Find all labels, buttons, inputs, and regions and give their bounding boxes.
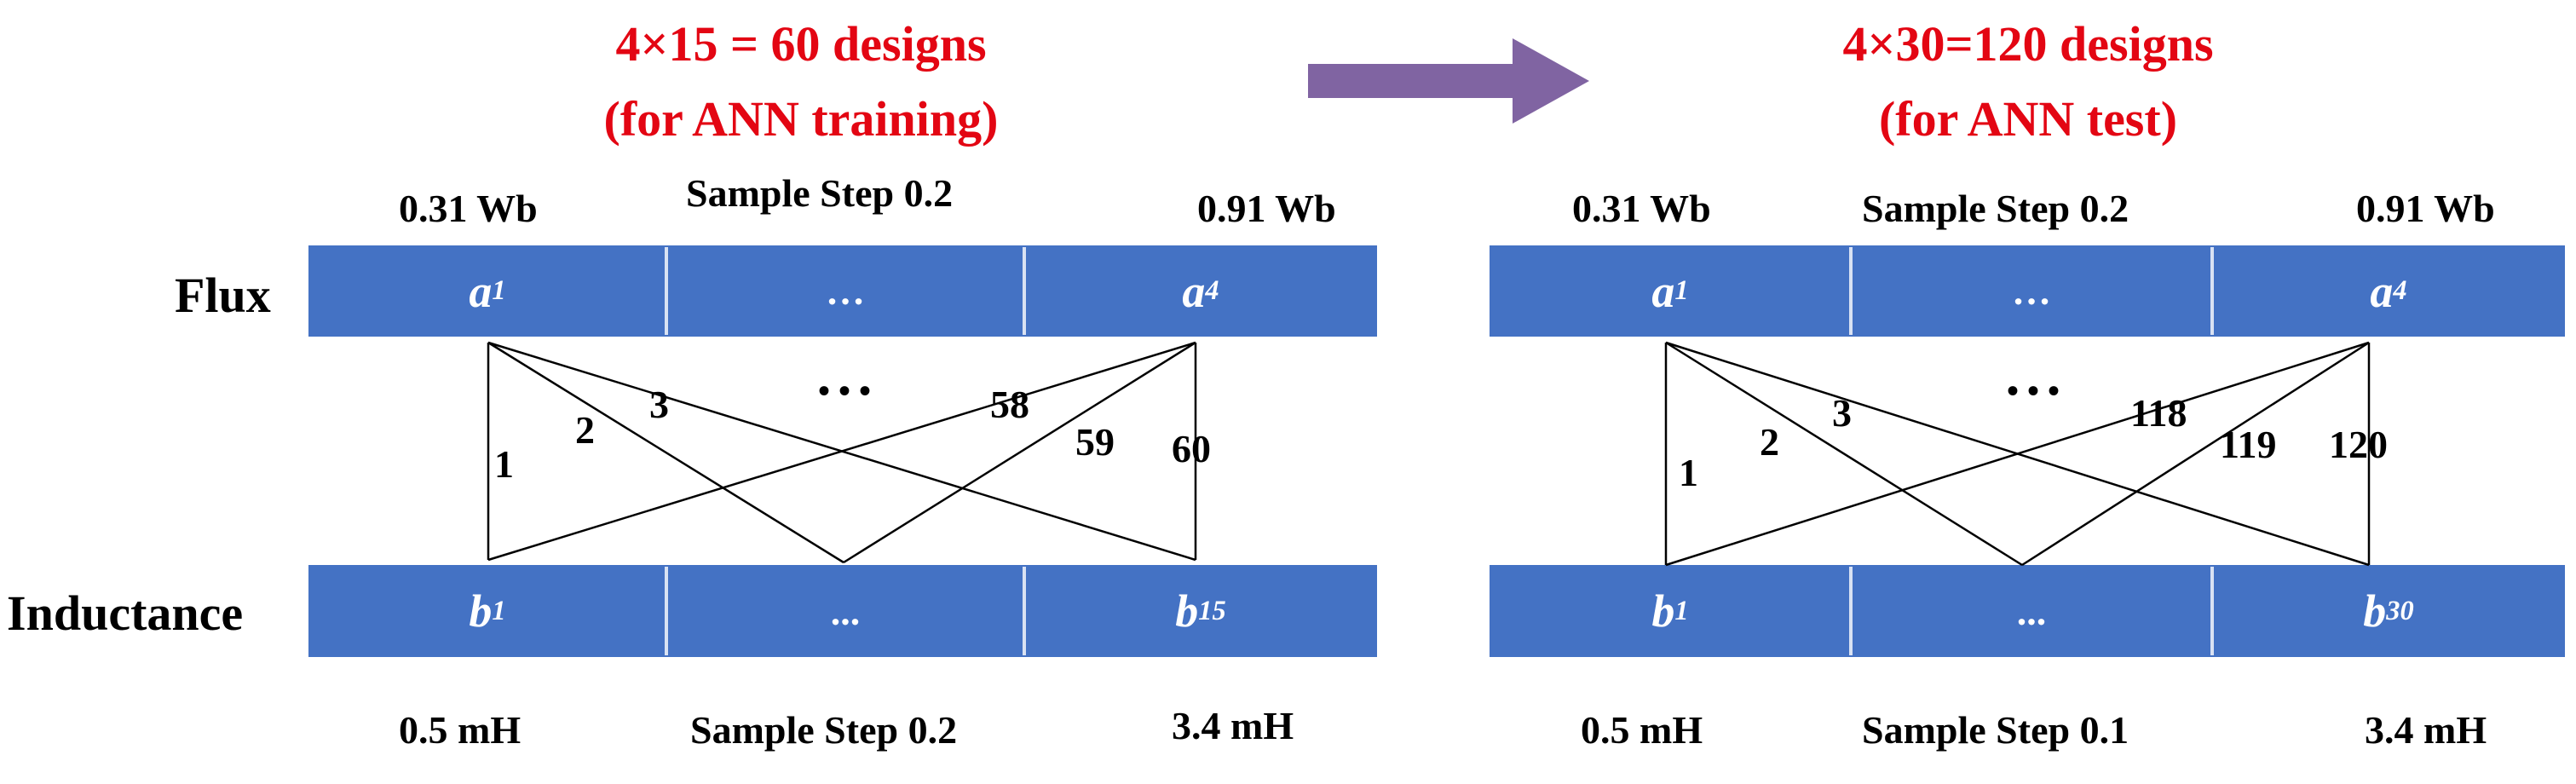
right-flux-cell-mid: … bbox=[1853, 247, 2214, 335]
left-label-59: 59 bbox=[1075, 420, 1115, 464]
transition-arrow bbox=[1308, 38, 1589, 124]
right-ind-step: Sample Step 0.1 bbox=[1862, 708, 2129, 752]
right-flux-mid-text: … bbox=[2012, 269, 2051, 313]
flux-row-label: Flux bbox=[175, 268, 271, 323]
left-ind-mid-text: ... bbox=[830, 589, 861, 633]
left-line-2 bbox=[487, 341, 844, 564]
right-flux-max: 0.91 Wb bbox=[2356, 187, 2495, 230]
right-flux-a1-sub: 1 bbox=[1674, 275, 1689, 306]
left-ind-cell-mid: ... bbox=[668, 567, 1026, 655]
left-flux-cell-mid: … bbox=[668, 247, 1026, 335]
right-label-120: 120 bbox=[2329, 423, 2388, 466]
right-flux-a4-text: a bbox=[2370, 265, 2394, 317]
left-flux-a4-text: a bbox=[1182, 265, 1206, 317]
left-title-line1: 4×15 = 60 designs bbox=[615, 16, 987, 72]
left-line-58 bbox=[487, 341, 1196, 562]
right-ind-b30-sub: 30 bbox=[2386, 595, 2414, 626]
left-flux-a1-text: a bbox=[469, 265, 493, 317]
left-flux-step: Sample Step 0.2 bbox=[686, 171, 954, 215]
right-line-2 bbox=[1665, 341, 2023, 567]
left-flux-mid-text: … bbox=[826, 269, 865, 313]
right-ind-b30-text: b bbox=[2363, 585, 2387, 637]
right-line-118 bbox=[1665, 341, 2370, 567]
right-label-118: 118 bbox=[2130, 391, 2187, 435]
left-ind-b15-text: b bbox=[1175, 585, 1199, 637]
left-title-line2: (for ANN training) bbox=[603, 91, 999, 147]
right-label-119: 119 bbox=[2220, 423, 2277, 466]
right-flux-min: 0.31 Wb bbox=[1572, 187, 1711, 230]
right-label-1: 1 bbox=[1679, 451, 1698, 494]
left-flux-a4-sub: 4 bbox=[1205, 275, 1219, 306]
right-line-119 bbox=[2021, 341, 2370, 567]
right-flux-a1-text: a bbox=[1651, 265, 1675, 317]
right-flux-step: Sample Step 0.2 bbox=[1862, 187, 2129, 230]
right-label-3: 3 bbox=[1832, 391, 1852, 435]
left-label-60: 60 bbox=[1172, 427, 1211, 470]
inductance-row-label: Inductance bbox=[7, 585, 244, 641]
right-flux-a4-sub: 4 bbox=[2393, 275, 2407, 306]
right-title-line1: 4×30=120 designs bbox=[1842, 16, 2214, 72]
right-label-dots: • • • bbox=[2007, 372, 2060, 410]
left-flux-max: 0.91 Wb bbox=[1197, 187, 1336, 230]
right-title-line2: (for ANN test) bbox=[1878, 91, 2178, 147]
left-label-1: 1 bbox=[494, 442, 514, 486]
right-ind-b1-sub: 1 bbox=[1674, 595, 1689, 626]
left-ind-b15-sub: 15 bbox=[1198, 595, 1226, 626]
left-ind-max: 3.4 mH bbox=[1172, 704, 1294, 747]
left-label-dots: • • • bbox=[818, 372, 872, 410]
right-ind-mid-text: ... bbox=[2016, 589, 2047, 633]
left-ind-min: 0.5 mH bbox=[399, 708, 522, 752]
right-ind-max: 3.4 mH bbox=[2365, 708, 2487, 752]
left-flux-min: 0.31 Wb bbox=[399, 187, 538, 230]
left-line-59 bbox=[843, 341, 1196, 564]
left-ind-b1-text: b bbox=[469, 585, 493, 637]
left-label-2: 2 bbox=[575, 408, 595, 452]
right-label-2: 2 bbox=[1760, 420, 1779, 464]
left-flux-a1-sub: 1 bbox=[492, 275, 506, 306]
right-ind-cell-mid: ... bbox=[1853, 567, 2214, 655]
right-ind-min: 0.5 mH bbox=[1581, 708, 1703, 752]
right-ind-b1-text: b bbox=[1651, 585, 1675, 637]
left-ind-b1-sub: 1 bbox=[492, 595, 506, 626]
left-ind-step: Sample Step 0.2 bbox=[690, 708, 958, 752]
